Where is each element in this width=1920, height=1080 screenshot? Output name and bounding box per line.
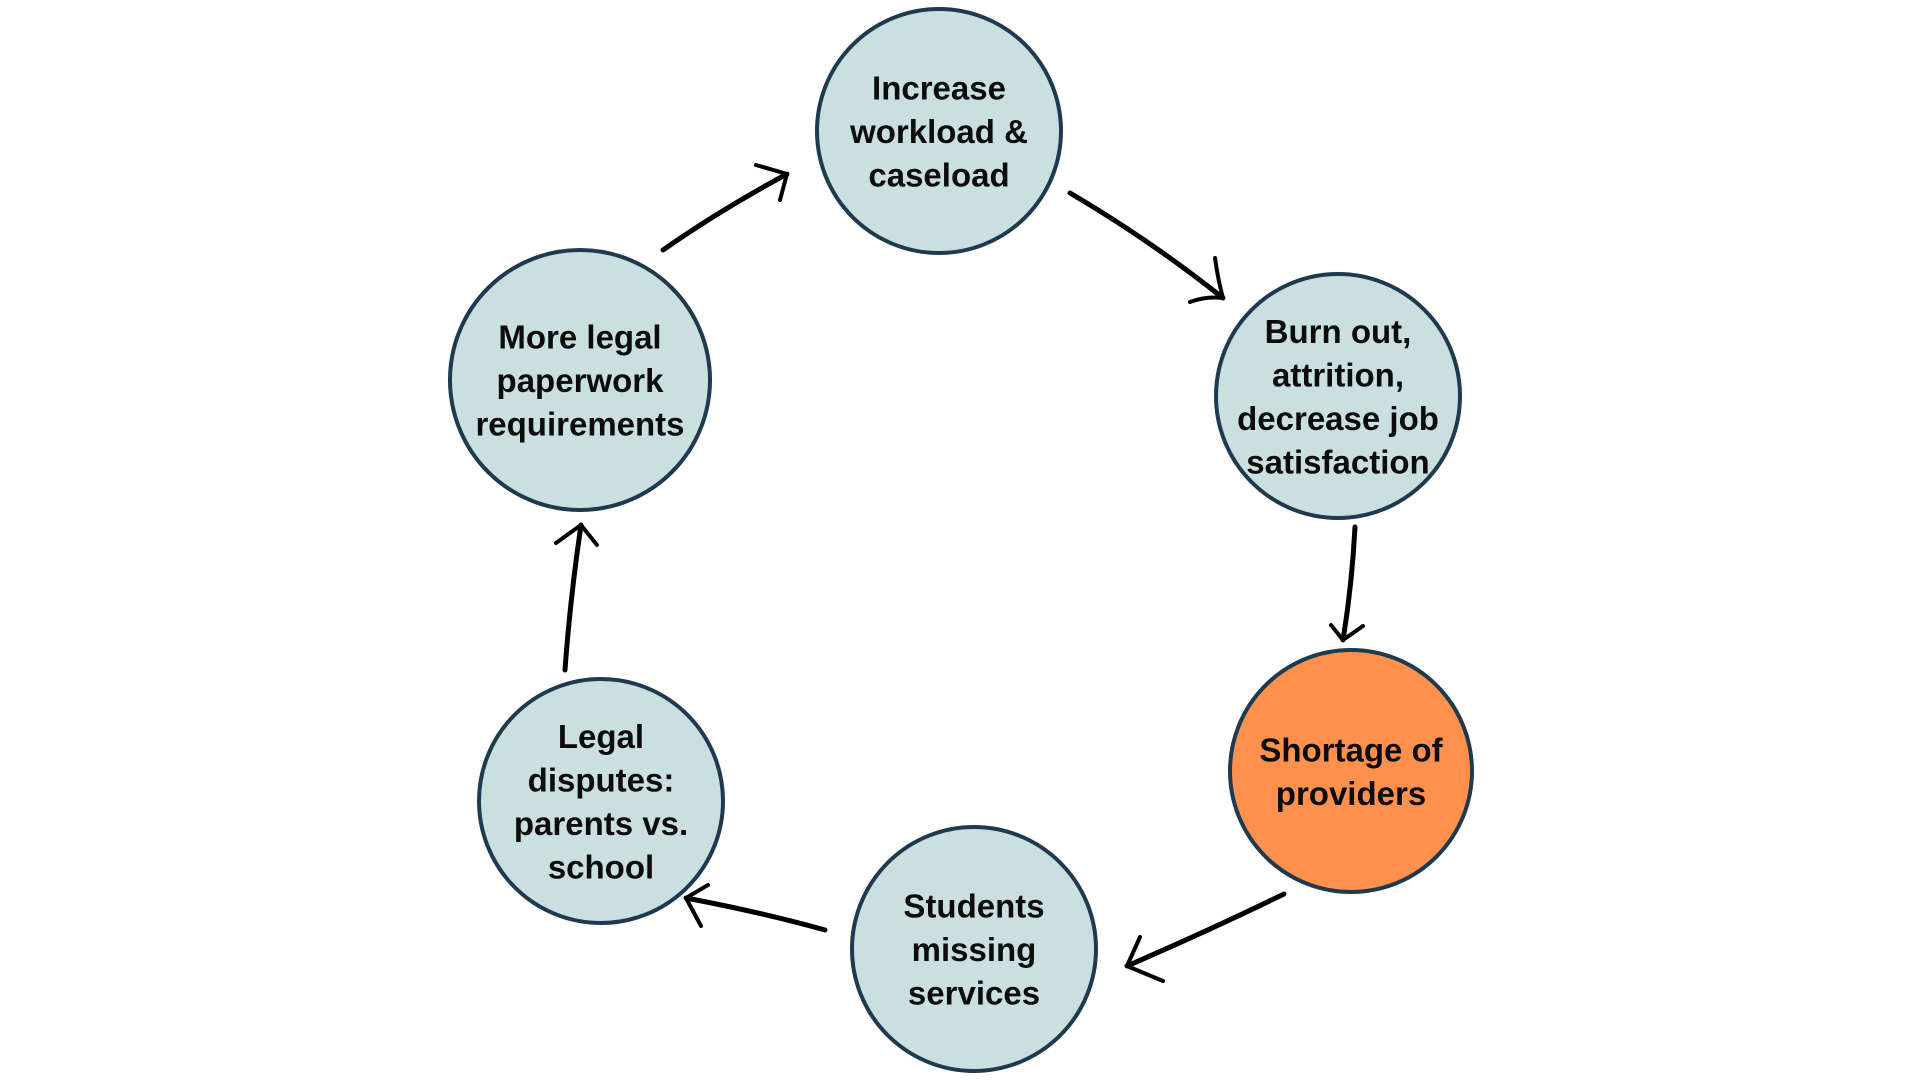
- node-workload: Increase workload & caseload: [815, 7, 1063, 255]
- node-circle: [477, 677, 725, 925]
- node-label-line: satisfaction: [1246, 443, 1429, 480]
- node-paperwork: More legal paperwork requirements: [448, 248, 712, 512]
- arrow-shaft: [562, 522, 584, 673]
- arrow-shaft: [1340, 524, 1358, 643]
- arrowhead: [1125, 935, 1142, 968]
- node-label-line: school: [548, 848, 654, 885]
- node-students: Students missing services: [850, 825, 1098, 1073]
- node-label-line: disputes:: [528, 761, 675, 798]
- node-label-line: workload &: [849, 113, 1028, 150]
- arrow-shaft: [1124, 891, 1287, 969]
- arrow-shortage-to-students: [1124, 891, 1287, 983]
- arrowhead: [778, 172, 789, 202]
- arrow-disputes-to-paperwork: [554, 522, 599, 673]
- arrow-shaft: [683, 895, 828, 933]
- node-label-line: Shortage of: [1259, 731, 1443, 768]
- node-label-line: services: [908, 975, 1040, 1012]
- node-label-line: Students: [903, 888, 1044, 925]
- arrowhead: [1213, 256, 1225, 300]
- node-label-line: Increase: [872, 70, 1006, 107]
- arrow-workload-to-burnout: [1067, 190, 1226, 304]
- arrow-burnout-to-shortage: [1329, 524, 1365, 643]
- node-label-line: Burn out,: [1265, 313, 1412, 350]
- arrow-students-to-disputes: [683, 883, 828, 933]
- node-label-line: missing: [912, 931, 1037, 968]
- node-circle: [850, 825, 1098, 1073]
- arrow-paperwork-to-workload: [660, 163, 790, 253]
- node-shortage: Shortage of providers: [1228, 648, 1474, 894]
- node-circle: [815, 7, 1063, 255]
- arrowhead: [579, 523, 599, 547]
- node-label-line: providers: [1276, 775, 1426, 812]
- arrowhead: [684, 896, 703, 928]
- arrow-shaft: [660, 171, 790, 253]
- node-label-line: More legal: [498, 319, 661, 356]
- node-label-line: parents vs.: [514, 805, 688, 842]
- highlighted-node-circle: [1228, 648, 1474, 894]
- node-label-line: decrease job: [1237, 400, 1439, 437]
- node-circle: [448, 248, 712, 512]
- node-circle: [1214, 272, 1462, 520]
- node-label-line: requirements: [475, 406, 684, 443]
- node-label-line: paperwork: [497, 362, 665, 399]
- arrowhead: [1188, 295, 1225, 304]
- node-label-line: caseload: [868, 157, 1009, 194]
- node-label-line: Legal: [558, 718, 644, 755]
- arrowhead: [1125, 964, 1165, 983]
- node-burnout: Burn out, attrition, decrease job satisfact…: [1214, 272, 1462, 520]
- arrowhead: [754, 163, 789, 176]
- arrowhead: [554, 523, 583, 545]
- node-disputes: Legal disputes: parents vs. school: [477, 677, 725, 925]
- arrowhead: [684, 883, 710, 900]
- arrows-layer: [554, 163, 1365, 983]
- arrowhead: [1329, 623, 1345, 642]
- node-label-line: attrition,: [1272, 356, 1404, 393]
- arrow-shaft: [1067, 190, 1226, 301]
- arrowhead: [1341, 624, 1365, 642]
